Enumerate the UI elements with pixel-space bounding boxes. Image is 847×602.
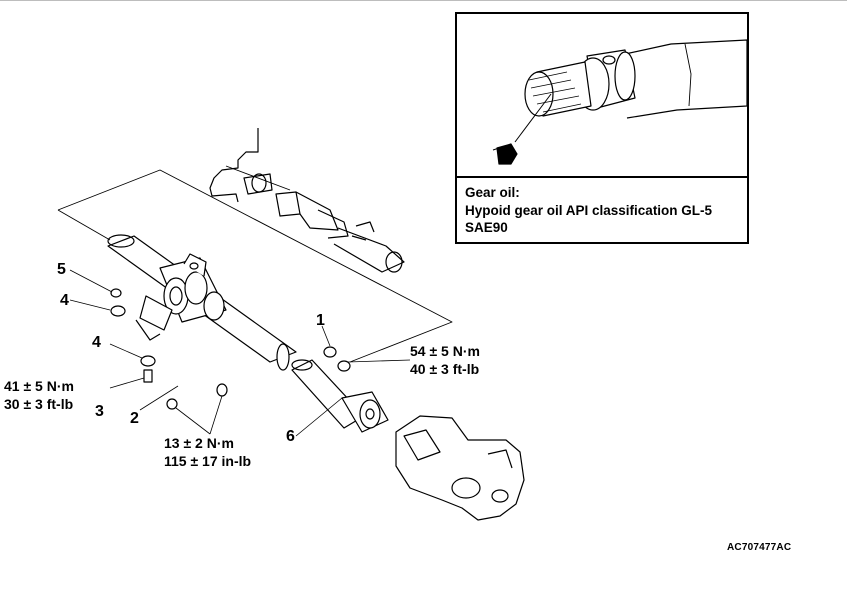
torque-1-metric: 54 ± 5 N·m [410,343,480,359]
callout-1: 1 [316,312,325,329]
figure-code: AC707477AC [727,542,792,553]
bolt-3-icon [143,369,153,383]
torque-3-metric: 41 ± 5 N·m [4,378,74,394]
inset-divider [457,176,747,178]
gear-oil-type: Hypoid gear oil API classification GL-5 [465,202,713,218]
gear-oil-grade: SAE90 [465,220,508,235]
spline-lubrication-illustration [492,39,747,165]
guide-frame [57,165,453,363]
torque-2-imperial: 115 ± 17 in-lb [164,453,252,469]
gear-oil-inset: Gear oil: Hypoid gear oil API classifica… [455,12,749,244]
washer-4-icon [110,305,126,317]
torque-1-imperial: 40 ± 3 ft-lb [410,361,480,377]
bolt-2b-icon [166,398,178,410]
gear-oil-heading: Gear oil: [465,185,520,200]
gear-oil-spec: Gear oil: Hypoid gear oil API classifica… [465,184,712,237]
nut-1-icon [323,346,337,358]
differential-housing [395,415,525,521]
nut-5-icon [110,288,122,298]
center-bearing-assembly [135,253,227,341]
fastener-parts [110,288,351,410]
callout-4-upper: 4 [60,292,69,309]
bolt-2a-icon [216,383,228,397]
callout-5: 5 [57,261,66,278]
callout-6: 6 [286,428,295,445]
callout-4-lower: 4 [92,334,101,351]
torque-3-imperial: 30 ± 3 ft-lb [4,396,74,412]
torque-2-metric: 13 ± 2 N·m [164,435,234,451]
callout-2: 2 [130,410,139,427]
top-border [0,0,847,1]
washer-1-icon [337,360,351,372]
rear-shaft-tube [291,359,389,433]
callout-3: 3 [95,403,104,420]
transmission-outline [209,128,273,203]
front-sleeve-yoke [275,191,405,273]
leader-lines [69,269,411,437]
washer-4b-icon [140,355,156,367]
